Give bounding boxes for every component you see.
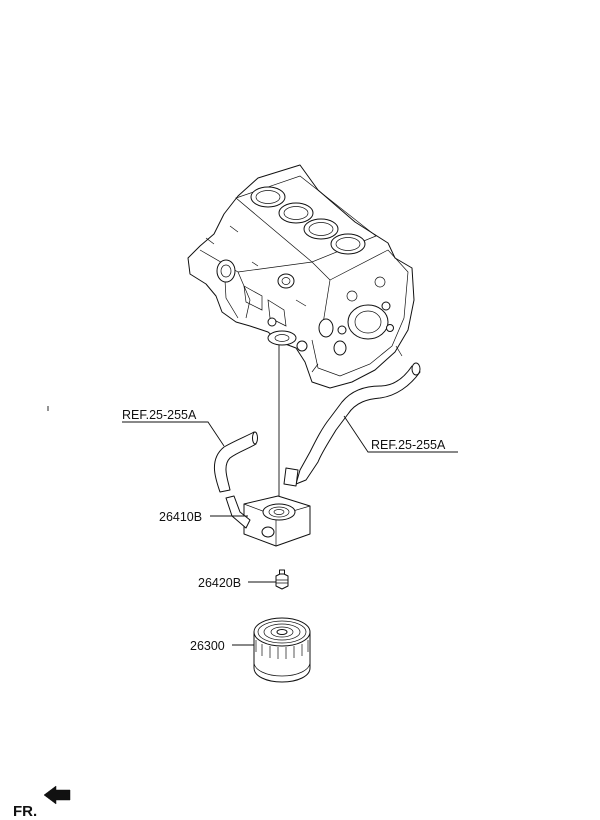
oil-filter-label: 26300 [190, 639, 225, 653]
front-marker-label: FR. [13, 803, 37, 820]
front-arrow-icon [43, 785, 71, 805]
ref-left-leader [122, 421, 225, 447]
oil-cooler-label: 26410B [159, 510, 202, 524]
oil-filter[interactable] [253, 617, 311, 683]
coolant-hose-right[interactable] [295, 362, 421, 485]
oil-pressure-switch-label: 26420B [198, 576, 241, 590]
engine-block[interactable] [187, 164, 415, 389]
oil-pressure-switch[interactable] [275, 569, 289, 590]
oil-cooler[interactable] [225, 467, 311, 547]
ref-right-leader [343, 415, 458, 453]
coolant-hose-left[interactable] [214, 431, 258, 493]
ref-right-label: REF.25-255A [371, 438, 446, 452]
ref-left-label: REF.25-255A [122, 408, 197, 422]
